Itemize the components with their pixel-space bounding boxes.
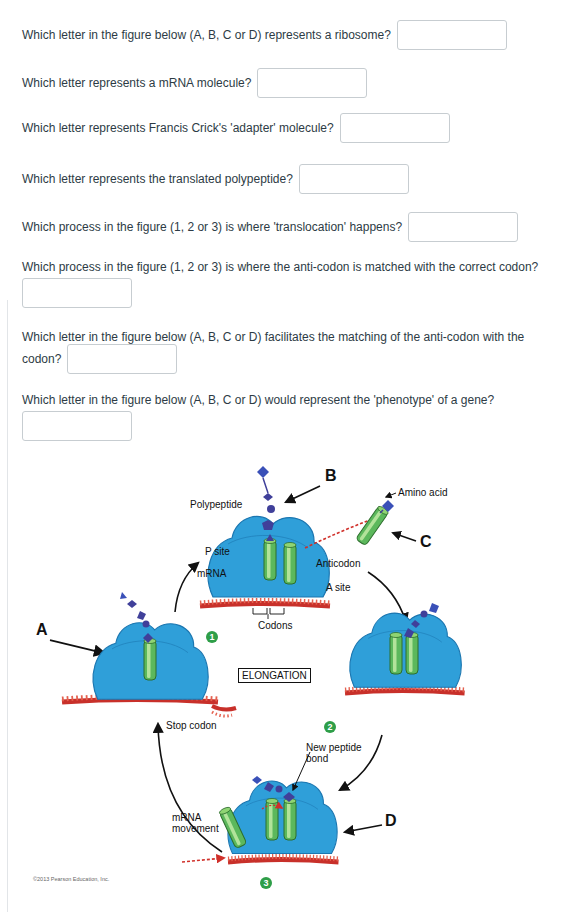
part-label: Anticodon [316, 558, 360, 569]
callout-number: 1 [206, 631, 218, 643]
answer-box [257, 68, 367, 98]
part-label: Polypeptide [190, 499, 242, 510]
callout-digit: 3 [263, 878, 268, 888]
part-label: P site [205, 546, 230, 557]
question-text: Which letter in the figure below (A, B, … [22, 392, 494, 408]
question-text: Which process in the figure (1, 2 or 3) … [22, 259, 538, 275]
answer-box [22, 411, 132, 441]
stage-box: ELONGATION [238, 668, 311, 683]
part-label: Stop codon [166, 720, 217, 731]
answer-box [340, 113, 450, 143]
part-label: Codons [258, 620, 292, 631]
question-text: Which letter represents a mRNA molecule? [22, 75, 251, 91]
answer-box [397, 20, 507, 50]
part-letter: C [420, 533, 432, 551]
question-text: Which process in the figure (1, 2 or 3) … [22, 219, 402, 235]
question-text: Which letter in the figure below (A, B, … [22, 27, 391, 43]
question-text: Which letter represents Francis Crick's … [22, 120, 334, 136]
part-label: mRNA movement [172, 812, 220, 834]
copyright-note: ©2013 Pearson Education, Inc. [33, 876, 109, 883]
stage-text: ELONGATION [242, 670, 307, 681]
part-label: A site [326, 582, 350, 593]
answer-box [67, 344, 177, 374]
callout-digit: 2 [327, 722, 332, 732]
question-text: Which letter represents the translated p… [22, 171, 293, 187]
callout-digit: 1 [209, 632, 214, 642]
callout-number: 3 [260, 877, 272, 889]
part-letter: D [385, 812, 397, 830]
part-label: mRNA [197, 568, 226, 579]
answer-box [22, 278, 132, 308]
part-label: New peptide bond [306, 742, 368, 764]
part-letter: B [325, 467, 337, 485]
callout-number: 2 [324, 721, 336, 733]
part-label: Amino acid [398, 487, 447, 498]
part-letter: A [36, 621, 48, 639]
answer-box [408, 212, 518, 242]
answer-box [299, 164, 409, 194]
